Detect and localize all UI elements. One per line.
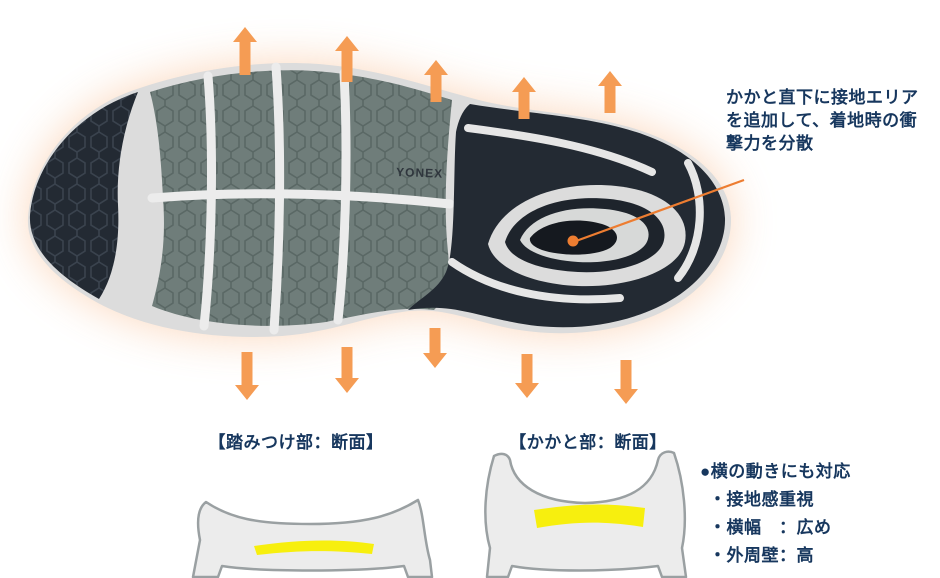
impact-arrow-up-icon xyxy=(512,77,536,119)
feature-list: ●横の動きにも対応 ・接地感重視 ・横幅 ：広め ・外周壁：高 xyxy=(700,458,930,570)
toe-cap xyxy=(29,92,138,299)
forefoot-section-label: 【踏みつけ部：断面】 xyxy=(208,433,384,452)
heel-section-label: 【かかと部：断面】 xyxy=(509,433,667,452)
feature-item: ・接地感重視 xyxy=(709,490,814,509)
impact-arrow-down-icon xyxy=(235,352,259,400)
impact-arrow-up-icon xyxy=(598,71,622,113)
impact-arrow-up-icon xyxy=(233,27,257,75)
forefoot-cross-section xyxy=(191,498,434,578)
feature-item: ・外周壁：高 xyxy=(709,546,814,565)
impact-arrow-up-icon xyxy=(335,36,359,82)
feature-item: ・横幅 ：広め xyxy=(709,518,832,537)
impact-arrow-down-icon xyxy=(423,328,447,368)
heel-grooves xyxy=(448,124,704,304)
heel-contact-area xyxy=(488,185,686,287)
contact-highlight xyxy=(254,540,374,555)
heel-cross-section xyxy=(484,450,688,578)
annotation-leader xyxy=(567,178,745,247)
feature-title: ●横の動きにも対応 xyxy=(700,462,851,481)
brand-logo-text: YONEX xyxy=(396,165,443,181)
sole-outline xyxy=(27,62,732,337)
impact-arrow-up-icon xyxy=(424,60,448,102)
impact-arrow-down-icon xyxy=(335,347,359,393)
impact-arrows xyxy=(233,27,638,404)
flex-grooves xyxy=(147,62,455,335)
forefoot-tread xyxy=(147,62,455,335)
impact-arrow-down-icon xyxy=(515,354,539,398)
contact-point-dot xyxy=(567,235,579,247)
impact-arrow-down-icon xyxy=(614,360,638,404)
contact-highlight xyxy=(534,504,645,528)
heel-annotation-text: かかと直下に接地エリアを追加して、着地時の衝撃力を分散 xyxy=(726,88,919,153)
heel-region xyxy=(408,104,726,328)
